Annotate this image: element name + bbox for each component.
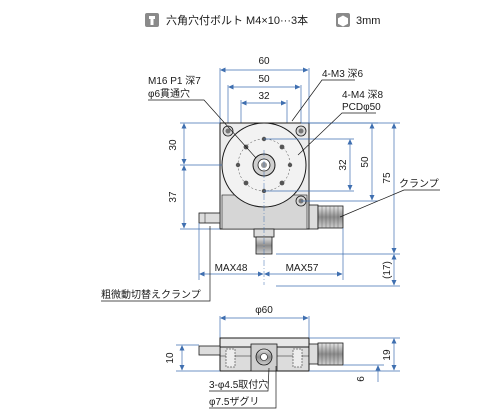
dim-width-50: 50: [258, 74, 270, 85]
side-fine-clamp-stub: [198, 345, 221, 356]
m4-hole: [243, 180, 249, 186]
hex-socket-bolt-icon: [145, 13, 159, 27]
dim-side-10: 10: [165, 352, 176, 364]
side-clamp-knob: [317, 342, 344, 366]
legend-hexkey-text: 3mm: [356, 15, 380, 27]
legend-bolt-text: 六角穴付ボルト M4×10···3本: [166, 13, 308, 27]
dim-max57: MAX57: [286, 263, 319, 274]
m4-hole: [279, 144, 285, 150]
dim-right-32: 32: [338, 159, 349, 171]
dim-side-19: 19: [382, 349, 393, 361]
side-view: φ60 10 19 6 3-φ: [165, 305, 400, 409]
callout-counterbore: φ7.5ザグリ: [209, 395, 259, 408]
dim-max48: MAX48: [215, 263, 248, 274]
callout-mount-holes: 3-φ4.5取付穴: [209, 378, 268, 391]
callout-fine-clamp: 粗微動切替えクランプ: [101, 288, 201, 301]
dim-left-37: 37: [168, 191, 179, 203]
m3-hole: [287, 162, 293, 168]
callout-clamp: クランプ: [399, 178, 439, 190]
top-view: 60 50 32: [101, 56, 440, 302]
callout-center-through: φ6貫通穴: [148, 87, 190, 100]
dim-right-50: 50: [360, 156, 371, 168]
legend: 六角穴付ボルト M4×10···3本 3mm: [145, 13, 380, 27]
callout-pcd: PCDφ50: [342, 102, 381, 113]
fine-clamp-stub: [198, 212, 221, 224]
callout-center-thread: M16 P1 深7: [148, 75, 201, 87]
dim-width-32: 32: [258, 91, 270, 102]
callout-m3: 4-M3 深6: [322, 68, 364, 80]
m3-hole: [235, 162, 241, 168]
dim-side-6: 6: [356, 376, 367, 382]
dim-right-17: (17): [382, 261, 393, 279]
dim-phi60: φ60: [255, 305, 273, 316]
dim-width-60: 60: [258, 56, 270, 67]
dim-right-75: 75: [382, 172, 393, 184]
dim-left-30: 30: [168, 139, 179, 151]
clamp-knob: [317, 205, 344, 229]
hex-key-icon: [336, 13, 350, 27]
m4-hole: [279, 180, 285, 186]
callout-m4: 4-M4 深8: [342, 89, 384, 101]
